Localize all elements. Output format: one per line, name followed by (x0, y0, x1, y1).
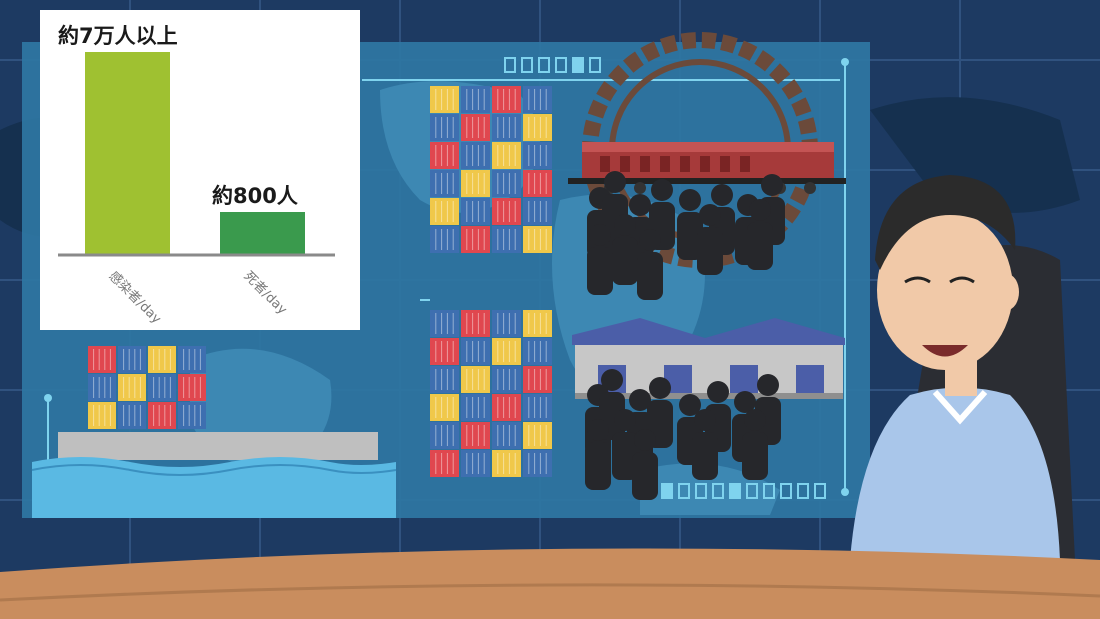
bar-1 (220, 212, 305, 254)
crowd-icon (587, 171, 785, 300)
data-label-deaths: 約800人 (212, 184, 298, 208)
container-stack-icon (430, 86, 552, 253)
data-label-infected: 約7万人以上 (58, 24, 178, 48)
news-desk (0, 548, 1100, 619)
newscaster-icon (850, 175, 1075, 560)
bar-chart: 約7万人以上 約800人 感染者/day 死者/day (40, 10, 360, 330)
ship-icon (31, 346, 397, 518)
crowd-icon (585, 369, 781, 500)
bar-0 (85, 52, 170, 254)
container-stack-icon (430, 310, 552, 477)
bar-chart-plot (58, 52, 335, 257)
